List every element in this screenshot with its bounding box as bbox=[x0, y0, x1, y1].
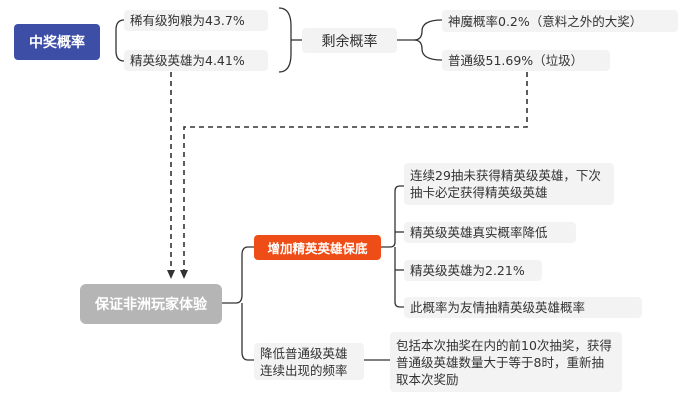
node-elite-hero-441: 精英级英雄为4.41% bbox=[124, 50, 268, 71]
node-rare-dog-food: 稀有级狗粮为43.7% bbox=[124, 10, 268, 31]
node-elite-221: 精英级英雄为2.21% bbox=[404, 260, 542, 281]
bracket-win-prob bbox=[115, 19, 125, 62]
node-increase-elite: 增加精英英雄保底 bbox=[254, 235, 381, 260]
node-friendship-prob: 此概率为友情抽精英级英雄概率 bbox=[404, 297, 642, 318]
split-remaining-2 bbox=[413, 39, 443, 61]
branch-guarantee-2 bbox=[241, 303, 254, 361]
arrow-head-right bbox=[180, 270, 188, 279]
node-guarantee-player: 保证非洲玩家体验 bbox=[80, 284, 222, 324]
dashed-arrow-right bbox=[183, 72, 528, 270]
node-reduce-normal: 降低普通级英雄连续出现的频率 bbox=[254, 343, 364, 380]
split-remaining bbox=[413, 19, 443, 41]
node-god-prob: 神魔概率0.2%（意料之外的大奖） bbox=[442, 10, 678, 32]
arrow-head-left bbox=[167, 270, 175, 279]
node-normal-prob: 普通级51.69%（垃圾） bbox=[442, 50, 610, 71]
node-redraw-rule: 包括本次抽奖在内的前10次抽奖，获得普通级英雄数量大于等于8时，重新抽取本次奖励 bbox=[390, 332, 622, 392]
node-win-prob: 中奖概率 bbox=[14, 24, 100, 60]
branch-guarantee bbox=[222, 246, 254, 304]
bracket-remaining bbox=[278, 7, 292, 73]
branch-increase-5 bbox=[394, 301, 404, 308]
node-pity-rule: 连续29抽未获得精英级英雄，下次抽卡必定获得精英级英雄 bbox=[404, 163, 614, 205]
branch-increase bbox=[381, 185, 404, 248]
node-remaining-prob: 剩余概率 bbox=[302, 28, 397, 53]
node-elite-real-lower: 精英级英雄真实概率降低 bbox=[404, 222, 576, 243]
